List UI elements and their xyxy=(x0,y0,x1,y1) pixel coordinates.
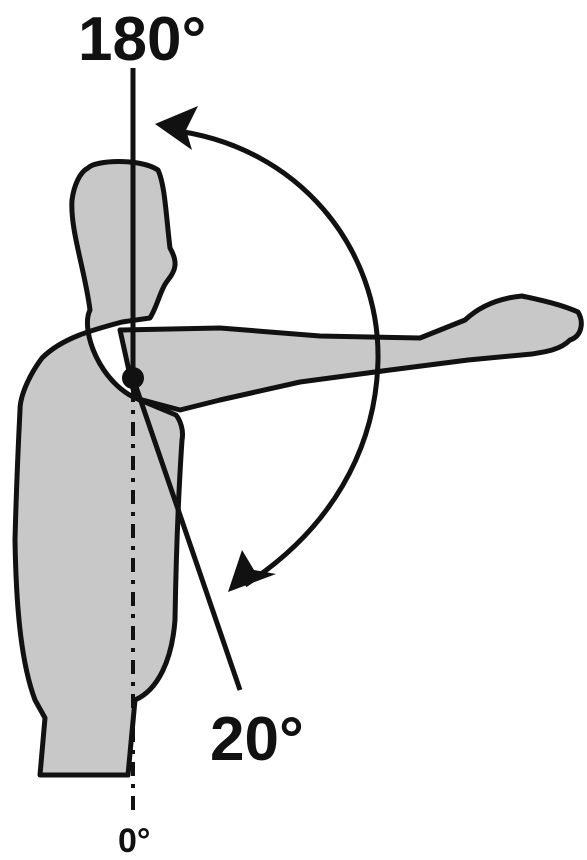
label-20: 20° xyxy=(210,705,304,774)
label-180: 180° xyxy=(78,5,206,74)
arm-silhouette xyxy=(120,296,581,410)
label-0: 0° xyxy=(118,822,151,860)
shoulder-pivot-icon xyxy=(122,367,144,389)
body-silhouette xyxy=(15,162,183,776)
arrowhead-top-icon xyxy=(155,106,198,150)
